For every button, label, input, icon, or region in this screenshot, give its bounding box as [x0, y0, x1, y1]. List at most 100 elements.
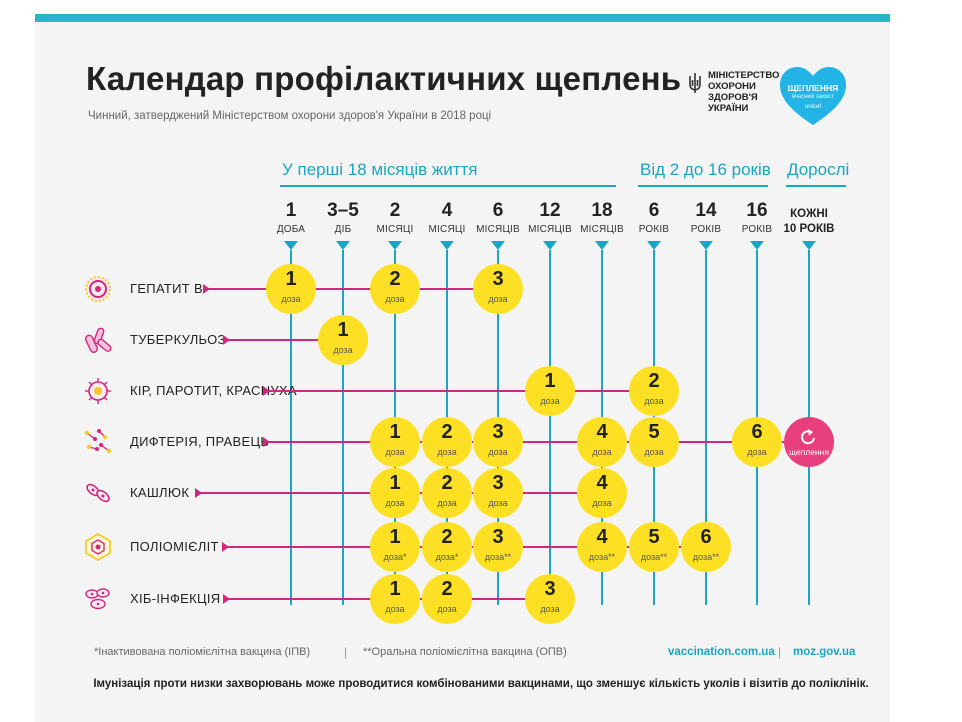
age-pointer-icon	[336, 241, 350, 250]
age-group-underline	[280, 185, 616, 187]
disease-label: КАШЛЮК	[130, 485, 190, 500]
top-accent-bar	[35, 14, 890, 22]
age-pointer-icon	[699, 241, 713, 250]
age-group-label: У перші 18 місяців життя	[282, 160, 478, 179]
dose-unit: доза	[644, 396, 664, 406]
dose-unit: доза	[281, 294, 301, 304]
dose-number: 4	[596, 526, 608, 548]
dose-unit: доза	[540, 604, 560, 614]
dose-marker: 1 доза	[370, 468, 420, 518]
age-pointer-icon	[647, 241, 661, 250]
row-schedule-line	[224, 339, 343, 341]
age-header-number: 18	[591, 200, 613, 221]
dose-number: 1	[389, 578, 401, 600]
dose-marker: 1 доза	[370, 417, 420, 467]
ministry-logo-text: МІНІСТЕРСТВО ОХОРОНИ ЗДОРОВ'Я УКРАЇНИ	[708, 70, 780, 114]
age-group-underline	[786, 185, 846, 187]
age-header-number: 14	[695, 200, 717, 221]
dose-marker: 3 доза	[473, 417, 523, 467]
age-header-unit: РОКІВ	[741, 224, 773, 235]
dose-unit: доза	[437, 604, 457, 614]
trident-icon	[689, 73, 701, 93]
dose-unit: доза	[385, 498, 405, 508]
age-header-unit: МІСЯЦІ	[428, 224, 466, 235]
dose-unit: доза	[437, 498, 457, 508]
age-column-line	[549, 250, 551, 605]
bottom-note: Імунізація проти низки захворювань може …	[93, 678, 869, 690]
tuberculosis-bacteria-icon	[83, 325, 113, 355]
heart-logo-subtitle: вчасний захист	[791, 94, 835, 100]
age-pointer-icon	[802, 241, 816, 250]
age-header-unit: РОКІВ	[638, 224, 670, 235]
dose-number: 1	[389, 472, 401, 494]
dose-marker: 2 доза	[422, 468, 472, 518]
dose-number: 3	[492, 472, 504, 494]
age-header-unit: РОКІВ	[690, 224, 722, 235]
dose-number: 2	[389, 268, 401, 290]
dose-marker: 4 доза**	[577, 522, 627, 572]
dose-unit: доза	[540, 396, 560, 406]
vaccination-heart-logo: ЩЕПЛЕННЯ вчасний захист unicef	[778, 65, 848, 127]
row-schedule-line	[264, 390, 654, 392]
dose-unit: доза	[488, 294, 508, 304]
dose-marker: 6 доза**	[681, 522, 731, 572]
polio-virus-icon	[83, 532, 113, 562]
measles-virus-icon	[83, 376, 113, 406]
dose-number: 3	[492, 526, 504, 548]
age-group-label: Від 2 до 16 років	[640, 160, 771, 179]
dose-number: 1	[389, 421, 401, 443]
repeat-icon	[801, 429, 815, 445]
age-group-underline	[638, 185, 768, 187]
age-pointer-icon	[543, 241, 557, 250]
age-header-number: 6	[648, 200, 660, 221]
footnote-separator: |	[344, 645, 348, 659]
page-subtitle: Чинний, затверджений Міністерством охоро…	[88, 110, 492, 122]
dose-unit: доза**	[640, 552, 668, 562]
dose-number: 2	[441, 472, 453, 494]
dose-unit: доза	[592, 498, 612, 508]
disease-label: ДИФТЕРІЯ, ПРАВЕЦЬ	[130, 434, 270, 449]
dose-number: 6	[700, 526, 712, 548]
age-column-line	[290, 250, 292, 605]
dose-unit: доза**	[484, 552, 512, 562]
dose-number: 5	[648, 421, 660, 443]
age-header-number: 2	[389, 200, 401, 221]
dose-unit: доза	[385, 447, 405, 457]
age-group-label: Дорослі	[787, 160, 850, 179]
footnote-opv: **Оральна поліомієлітна вакцина (ОПВ)	[363, 646, 567, 658]
moz-link[interactable]: moz.gov.ua	[793, 646, 856, 658]
age-header-unit: ДОБА	[276, 224, 306, 235]
dose-unit: доза	[592, 447, 612, 457]
dose-number: 3	[544, 578, 556, 600]
heart-logo-title: ЩЕПЛЕННЯ	[787, 83, 839, 93]
row-schedule-line	[264, 441, 809, 443]
vaccination-link[interactable]: vaccination.com.ua	[668, 646, 775, 658]
link-separator: |	[778, 645, 782, 659]
dose-unit: доза**	[588, 552, 616, 562]
age-header-number: 3–5	[327, 200, 359, 221]
dose-unit: доза	[488, 447, 508, 457]
age-header-unit: МІСЯЦІ	[376, 224, 414, 235]
dose-number: 1	[337, 319, 349, 341]
age-column-line	[342, 250, 344, 605]
age-pointer-icon	[595, 241, 609, 250]
dose-number: 6	[751, 421, 763, 443]
dose-unit: доза**	[692, 552, 720, 562]
dose-number: 1	[389, 526, 401, 548]
age-header-number: 12	[539, 200, 561, 221]
page-title: Календар профілактичних щеплень	[86, 60, 682, 97]
hib-bacteria-icon	[83, 584, 113, 614]
dose-number: 2	[441, 526, 453, 548]
dose-number: 3	[492, 421, 504, 443]
dose-number: 2	[441, 421, 453, 443]
